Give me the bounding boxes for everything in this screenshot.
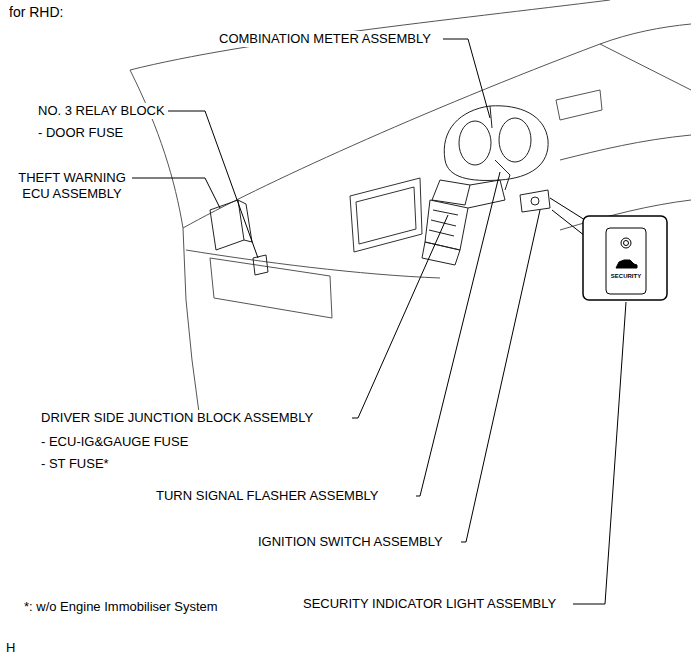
security-indicator-inset: [550, 198, 667, 300]
view-title: for RHD:: [8, 4, 64, 20]
center-display: [350, 178, 422, 252]
part-name: DRIVER SIDE JUNCTION BLOCK ASSEMBLY: [40, 410, 314, 426]
footnote: *: w/o Engine Immobiliser System: [23, 599, 219, 615]
part-name: SECURITY INDICATOR LIGHT ASSEMBLY: [302, 596, 557, 612]
part-name: IGNITION SWITCH ASSEMBLY: [257, 534, 444, 550]
dashboard-outline: [130, 0, 691, 420]
relay-block: [253, 255, 268, 275]
switch-legend: SECURITY: [608, 272, 644, 280]
ignition-switch: [520, 190, 550, 212]
part-name: NO. 3 RELAY BLOCK: [37, 103, 166, 119]
part-name: COMBINATION METER ASSEMBLY: [218, 31, 432, 47]
part-name: THEFT WARNING ECU ASSEMBLY: [12, 170, 132, 202]
fuse-name: - ST FUSE*: [40, 456, 110, 472]
leader-lines: [131, 39, 626, 604]
fuse-name: - ECU-IG&GAUGE FUSE: [40, 434, 189, 450]
steering-column-and-junction-block: [422, 160, 510, 265]
combination-meter: [444, 106, 548, 181]
figure-code: H: [5, 640, 16, 656]
part-name: TURN SIGNAL FLASHER ASSEMBLY: [155, 488, 380, 504]
fuse-name: - DOOR FUSE: [37, 125, 124, 141]
